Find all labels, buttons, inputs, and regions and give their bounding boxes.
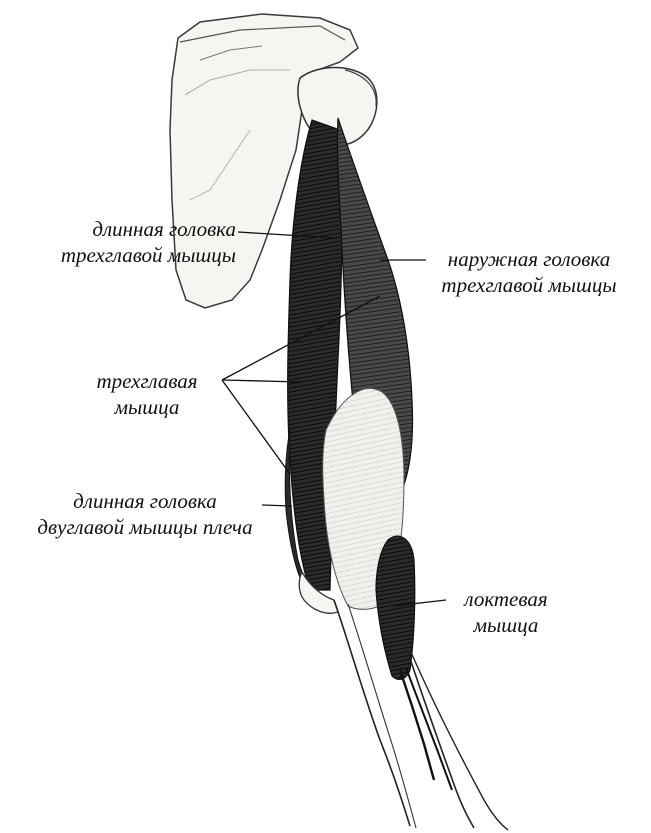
label-anconeus: локтевая мышца <box>446 586 566 638</box>
label-lateral-head-triceps: наружная головка трехглавой мышцы <box>416 246 642 298</box>
label-long-head-triceps-line1: длинная головка <box>4 216 236 242</box>
label-anconeus-line2: мышца <box>446 612 566 638</box>
label-triceps: трехглавая мышца <box>72 368 222 420</box>
anconeus-shape <box>376 536 415 679</box>
label-lateral-head-triceps-line1: наружная головка <box>416 246 642 272</box>
label-long-head-biceps: длинная головка двуглавой мышцы плеча <box>4 488 286 540</box>
label-long-head-triceps-line2: трехглавой мышцы <box>4 242 236 268</box>
label-long-head-triceps: длинная головка трехглавой мышцы <box>4 216 236 268</box>
label-anconeus-line1: локтевая <box>446 586 566 612</box>
label-long-head-biceps-line1: длинная головка <box>4 488 286 514</box>
label-lateral-head-triceps-line2: трехглавой мышцы <box>416 272 642 298</box>
label-triceps-line1: трехглавая <box>72 368 222 394</box>
label-long-head-biceps-line2: двуглавой мышцы плеча <box>4 514 286 540</box>
label-triceps-line2: мышца <box>72 394 222 420</box>
